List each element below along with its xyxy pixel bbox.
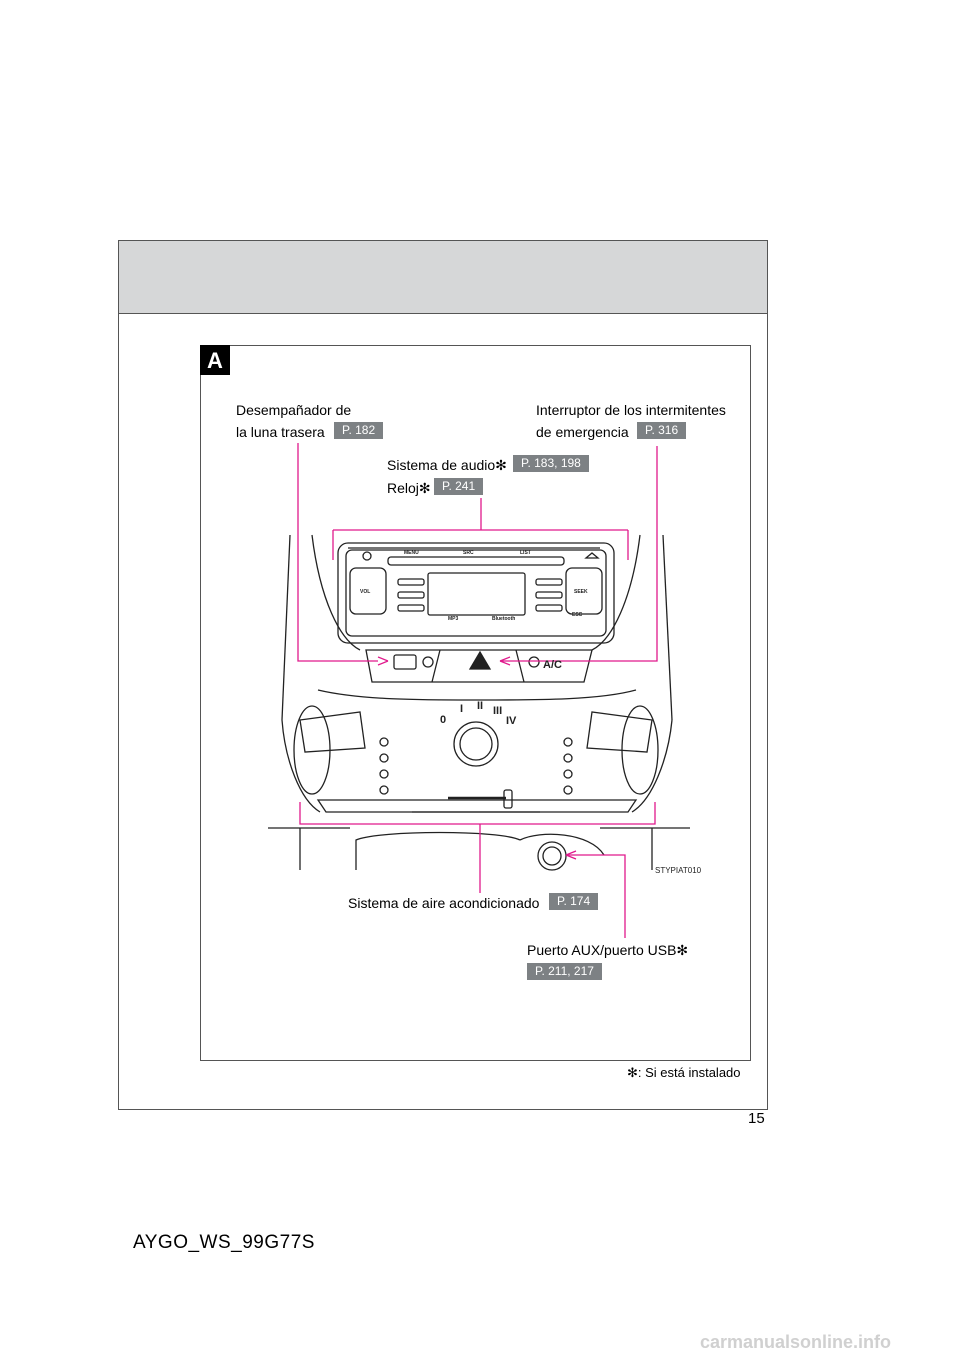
illustration-frame bbox=[200, 345, 751, 1061]
ac-label: Sistema de aire acondicionado bbox=[348, 895, 540, 911]
ac-button-label: A/C bbox=[543, 659, 562, 671]
audio-page-ref[interactable]: P. 183, 198 bbox=[513, 455, 589, 472]
audio-label: Sistema de audio✻ bbox=[387, 457, 507, 473]
header-band bbox=[118, 240, 768, 314]
footnote: ✻: Si está instalado bbox=[627, 1065, 741, 1080]
fan-speed-1: I bbox=[460, 703, 463, 715]
figure-code: STYPIAT010 bbox=[655, 866, 702, 875]
radio-menu-label: MENU bbox=[404, 550, 419, 556]
radio-vol-label: VOL bbox=[360, 589, 370, 595]
rear-defogger-page-ref[interactable]: P. 182 bbox=[334, 422, 384, 439]
radio-src-label: SRC bbox=[463, 550, 474, 556]
rear-defogger-label-line2: la luna trasera bbox=[236, 424, 325, 440]
clock-label: Reloj✻ bbox=[387, 480, 431, 496]
aux-usb-label: Puerto AUX/puerto USB✻ bbox=[527, 942, 689, 958]
hazard-page-ref[interactable]: P. 316 bbox=[637, 422, 687, 439]
aux-usb-page-ref[interactable]: P. 211, 217 bbox=[527, 963, 602, 980]
radio-list-label: LIST bbox=[520, 550, 531, 556]
rear-defogger-label-line1: Desempañador de bbox=[236, 402, 352, 418]
fan-speed-3: III bbox=[493, 705, 502, 717]
radio-mp3-label: MP3 bbox=[448, 616, 459, 622]
hazard-label-line1: Interruptor de los intermitentes bbox=[536, 402, 726, 418]
radio-bluetooth-label: Bluetooth bbox=[492, 616, 515, 622]
radio-esc-label: ESC bbox=[572, 612, 583, 618]
fan-speed-0: 0 bbox=[440, 714, 446, 726]
hazard-label-line2: de emergencia bbox=[536, 424, 629, 440]
clock-page-ref[interactable]: P. 241 bbox=[434, 478, 484, 495]
watermark: carmanualsonline.info bbox=[700, 1332, 892, 1352]
radio-seek-label: SEEK bbox=[574, 589, 588, 595]
fan-speed-2: II bbox=[477, 700, 483, 712]
fan-speed-4: IV bbox=[506, 715, 517, 727]
page-number: 15 bbox=[748, 1110, 765, 1127]
document-code: AYGO_WS_99G77S bbox=[133, 1232, 315, 1253]
ac-page-ref[interactable]: P. 174 bbox=[549, 893, 599, 910]
section-marker: A bbox=[200, 345, 230, 375]
